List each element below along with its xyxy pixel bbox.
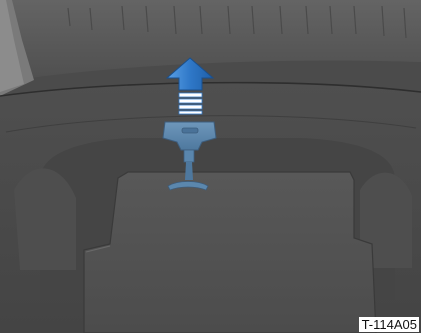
left-bump xyxy=(14,168,76,270)
floor-cover xyxy=(84,172,376,333)
figure-reference-code: T-114A05 xyxy=(359,317,419,332)
